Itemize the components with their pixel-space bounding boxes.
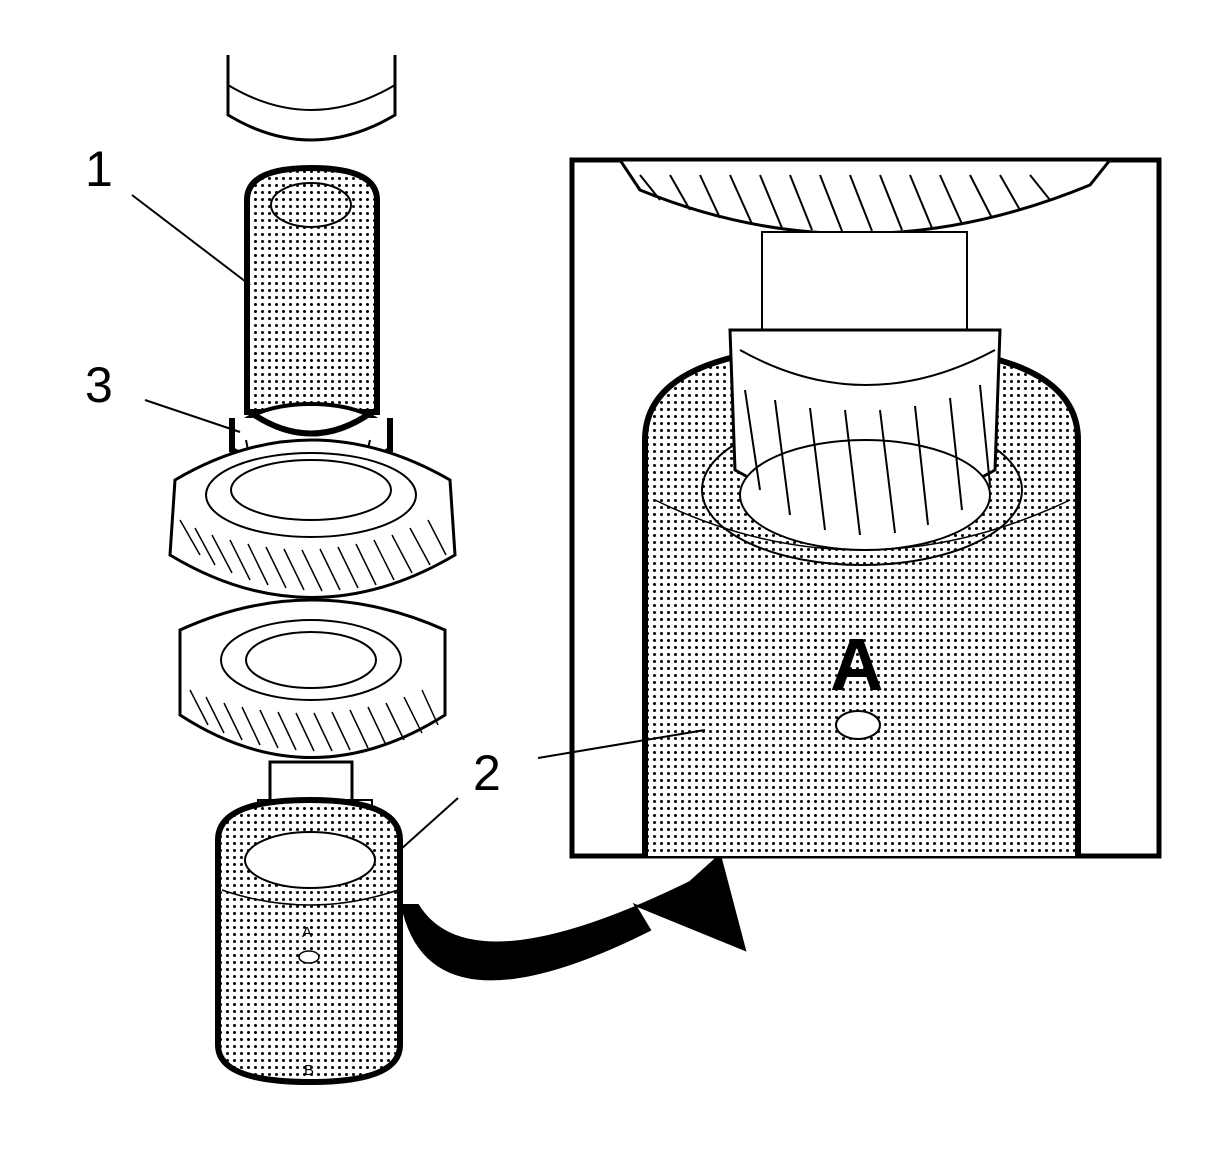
detail-arrow — [400, 853, 747, 981]
bearing-installer-tool — [244, 164, 380, 415]
press-ram — [226, 55, 397, 142]
shaft-mark-a-large: A — [830, 623, 883, 706]
leader-lines — [131, 194, 706, 851]
countershaft-gear-cluster — [168, 438, 457, 759]
callout-1: 1 — [85, 141, 113, 197]
support-tube — [215, 796, 403, 1086]
shaft-mark-b-small: B — [304, 1062, 314, 1079]
callout-3: 3 — [85, 357, 113, 413]
detail-inset — [569, 157, 1162, 859]
shaft-mark-a-small: A — [302, 924, 312, 941]
callout-2: 2 — [473, 745, 501, 801]
